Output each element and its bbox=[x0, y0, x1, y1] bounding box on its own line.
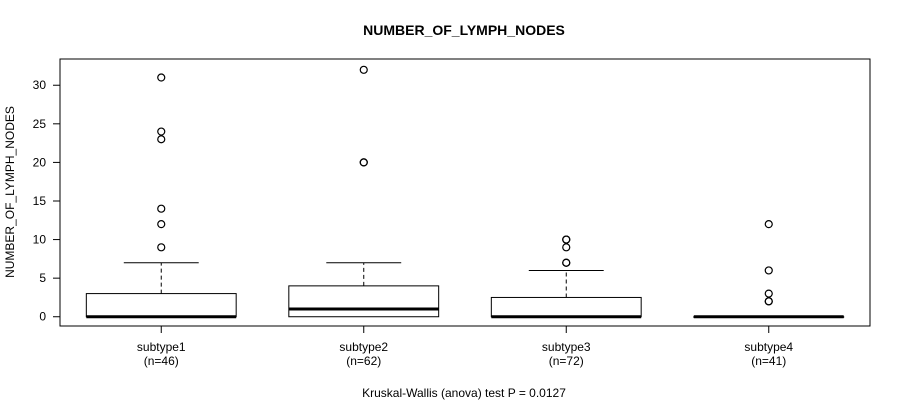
outlier-point bbox=[359, 158, 368, 167]
outlier-point bbox=[157, 127, 166, 136]
y-tick-label: 25 bbox=[33, 117, 47, 131]
y-tick-label: 0 bbox=[39, 310, 46, 324]
box-iqr bbox=[85, 293, 237, 318]
outlier-point bbox=[764, 220, 773, 229]
outlier-point bbox=[157, 135, 166, 144]
outlier-point bbox=[359, 65, 368, 74]
category-count-label: (n=72) bbox=[549, 354, 584, 368]
test-result-footer: Kruskal-Wallis (anova) test P = 0.0127 bbox=[362, 386, 566, 400]
outlier-point bbox=[764, 266, 773, 275]
box-subtype4 bbox=[693, 220, 845, 319]
outlier-point bbox=[764, 297, 773, 306]
outlier-point bbox=[562, 235, 571, 244]
y-tick-label: 30 bbox=[33, 78, 47, 92]
box-subtype3 bbox=[490, 235, 642, 319]
y-tick-label: 5 bbox=[39, 271, 46, 285]
box-iqr bbox=[490, 296, 642, 318]
x-axis-labels: subtype1(n=46) subtype2(n=62) subtype3(n=7… bbox=[137, 326, 793, 368]
category-label: subtype3 bbox=[542, 340, 591, 354]
y-tick-label: 15 bbox=[33, 194, 47, 208]
outlier-point bbox=[157, 220, 166, 229]
y-tick-label: 20 bbox=[33, 155, 47, 169]
category-count-label: (n=62) bbox=[346, 354, 381, 368]
category-count-label: (n=41) bbox=[751, 354, 786, 368]
outlier-point bbox=[562, 243, 571, 252]
outlier-point bbox=[157, 243, 166, 252]
category-label: subtype2 bbox=[339, 340, 388, 354]
y-axis: 0 5 10 15 20 25 30 bbox=[33, 78, 61, 324]
plot-frame bbox=[59, 58, 871, 327]
outlier-point bbox=[157, 204, 166, 213]
category-count-label: (n=46) bbox=[144, 354, 179, 368]
box-subtype1 bbox=[85, 73, 237, 319]
box-iqr bbox=[288, 285, 440, 318]
outlier-point bbox=[764, 289, 773, 298]
outlier-point bbox=[157, 73, 166, 82]
y-axis-label: NUMBER_OF_LYMPH_NODES bbox=[3, 106, 17, 278]
y-tick-label: 10 bbox=[33, 233, 47, 247]
category-label: subtype1 bbox=[137, 340, 186, 354]
category-label: subtype4 bbox=[744, 340, 793, 354]
chart-title: NUMBER_OF_LYMPH_NODES bbox=[363, 22, 565, 38]
boxes bbox=[85, 65, 845, 319]
outlier-point bbox=[562, 258, 571, 267]
box-subtype2 bbox=[288, 65, 440, 318]
